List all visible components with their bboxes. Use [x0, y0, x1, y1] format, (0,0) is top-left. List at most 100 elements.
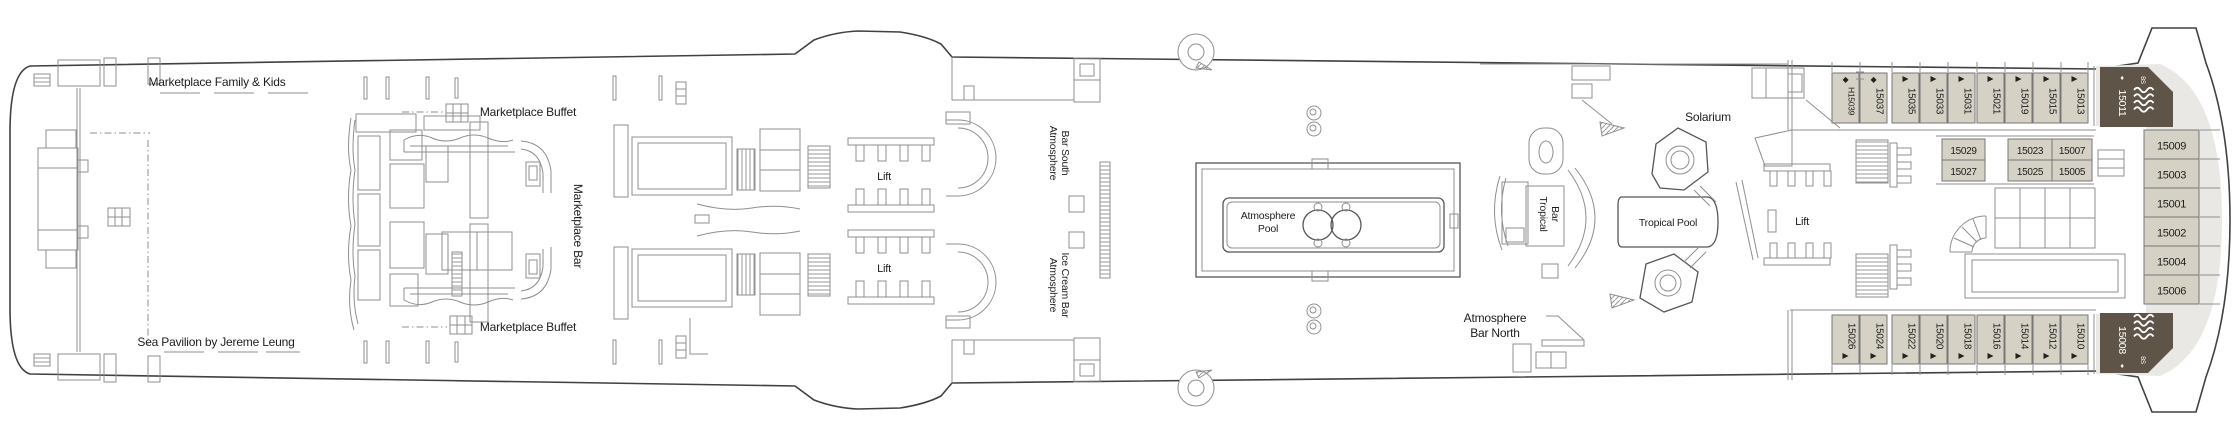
- aft-rooms: [1936, 66, 2126, 374]
- ship-hull: [9, 27, 2231, 413]
- cabin-number: 15009: [2157, 141, 2186, 153]
- label-tropical-pool: Tropical Pool: [1639, 217, 1697, 229]
- diamond-icon: ◆: [1843, 75, 1850, 84]
- cabin-15012: [2032, 314, 2061, 365]
- cabin-number: 15001: [2157, 199, 2186, 211]
- arrow-icon: [1870, 353, 1877, 359]
- bow-stairs-icon: [33, 353, 51, 367]
- forward-lift-bank: [807, 137, 935, 305]
- cabin-number: 15029: [1950, 146, 1977, 157]
- label-atmosphere-bar-south-2: Bar South: [1059, 131, 1071, 176]
- label-marketplace-buffet-bottom: Marketplace Buffet: [480, 320, 577, 334]
- diamond-icon: ◆: [1871, 75, 1878, 84]
- label-marketplace-buffet-top: Marketplace Buffet: [480, 105, 577, 119]
- stairs-icon: [451, 251, 463, 297]
- cabin-15027: [1941, 159, 1986, 182]
- label-tropical-bar-2: Bar: [1549, 206, 1561, 222]
- label-marketplace-family-kids: Marketplace Family & Kids: [148, 75, 285, 89]
- hatch-flag-icon: [1609, 293, 1636, 309]
- cabin-number: 15012: [2047, 323, 2058, 350]
- label-lift-forward-bottom: Lift: [877, 263, 891, 275]
- label-marketplace-bar: Marketplace Bar: [571, 184, 585, 269]
- atmosphere-bar-north-structure: [1512, 315, 1585, 373]
- cabin-number: 15027: [1950, 167, 1977, 178]
- cabin-number: 15014: [2019, 323, 2030, 350]
- stairs-icon: [1855, 139, 1889, 184]
- cabin-15037: [1859, 72, 1888, 124]
- stairs-icon: [736, 253, 756, 296]
- cabin-number: 15037: [1874, 88, 1885, 115]
- cabin-15004: [2143, 245, 2200, 276]
- funnel-icon: [1177, 33, 1215, 407]
- cabin-number: 15022: [1906, 323, 1917, 350]
- cabin-15001: [2143, 187, 2200, 218]
- diamond-icon: ♦: [2120, 363, 2124, 370]
- label-atmosphere-pool-1: Atmosphere: [1241, 210, 1296, 222]
- cabin-number: 15011: [2116, 90, 2128, 117]
- cabin-number: 15031: [1962, 88, 1973, 115]
- arrow-icon: [1930, 76, 1937, 82]
- arrow-icon: [2071, 353, 2078, 359]
- cabin-15002: [2143, 216, 2200, 247]
- cabin-15019: [2004, 72, 2033, 124]
- label-atmosphere-ice-cream-1: Atmosphere: [1047, 258, 1059, 313]
- suite-cabin-15008: [2100, 313, 2173, 373]
- label-solarium: Solarium: [1685, 110, 1731, 124]
- label-atmosphere-bar-south-1: Atmosphere: [1047, 126, 1059, 181]
- suite-badge: BS: [2139, 356, 2145, 364]
- climbing-net-icon: [1099, 161, 1111, 279]
- cabin-number: 15013: [2075, 88, 2086, 115]
- aft-lift-bank: [1754, 129, 1912, 298]
- arrow-icon: [1930, 353, 1937, 359]
- cabin-number: 15019: [2019, 88, 2030, 115]
- cabin-15015: [2032, 72, 2061, 124]
- cabin-number: 15004: [2157, 257, 2186, 269]
- bow-stairs-icon: [33, 73, 51, 87]
- cabin-number: 15002: [2157, 228, 2186, 240]
- cabin-15035: [1891, 72, 1920, 124]
- label-atmosphere-ice-cream-2: Ice Cream Bar: [1059, 252, 1071, 318]
- cabin-number: 15005: [2059, 167, 2086, 178]
- cabin-number: 15018: [1962, 323, 1973, 350]
- arrow-icon: [1902, 76, 1909, 82]
- cabin-number: 15026: [1846, 323, 1857, 350]
- cabin-15013: [2060, 72, 2089, 124]
- atmosphere-ice-cream-bar-counter: [945, 243, 997, 329]
- arrow-icon: [2043, 76, 2050, 82]
- wave-icon: [2133, 86, 2155, 113]
- cabin-15021: [1976, 72, 2005, 124]
- label-atmosphere-bar-north-1: Atmosphere: [1464, 311, 1527, 325]
- cabin-H15039: [1831, 72, 1860, 124]
- arrow-icon: [1987, 353, 1994, 359]
- cabin-number: 15023: [2017, 146, 2044, 157]
- solarium-spa-lower: [1639, 245, 1707, 313]
- suite-badge: BS: [2139, 76, 2145, 84]
- suite-cabin-15011: [2100, 67, 2173, 127]
- cabin-number: 15015: [2047, 88, 2058, 115]
- cabin-number: 15003: [2157, 170, 2186, 182]
- cabin-number: 15021: [1991, 88, 2002, 115]
- spiral-stairs-icon: [1949, 215, 1987, 253]
- cabin-number: 15008: [2116, 326, 2128, 354]
- stairs-icon: [736, 148, 756, 191]
- solarium-spa-upper: [1651, 127, 1717, 207]
- label-sea-pavilion: Sea Pavilion by Jereme Leung: [137, 335, 294, 349]
- arrow-icon: [1958, 76, 1965, 82]
- diamond-icon: ♦: [2120, 75, 2124, 82]
- label-lift-aft: Lift: [1795, 216, 1809, 228]
- window-grid-icon: [107, 207, 131, 227]
- cabin-number: H15039: [1847, 87, 1857, 116]
- cabin-15024: [1859, 314, 1888, 365]
- atmosphere-bar-south-counter: [945, 111, 997, 197]
- cabin-number: 15020: [1934, 323, 1945, 350]
- cabin-number: 15025: [2017, 167, 2044, 178]
- cabin-number: 15007: [2059, 146, 2086, 157]
- cabin-15033: [1919, 72, 1948, 124]
- tropical-pool-shape: [1617, 196, 1719, 248]
- venue-labels: Marketplace Family & Kids Marketplace Bu…: [137, 75, 1809, 349]
- cabin-number: 15006: [2157, 286, 2186, 298]
- wave-icon: [2133, 313, 2155, 340]
- label-lift-forward-top: Lift: [877, 171, 891, 183]
